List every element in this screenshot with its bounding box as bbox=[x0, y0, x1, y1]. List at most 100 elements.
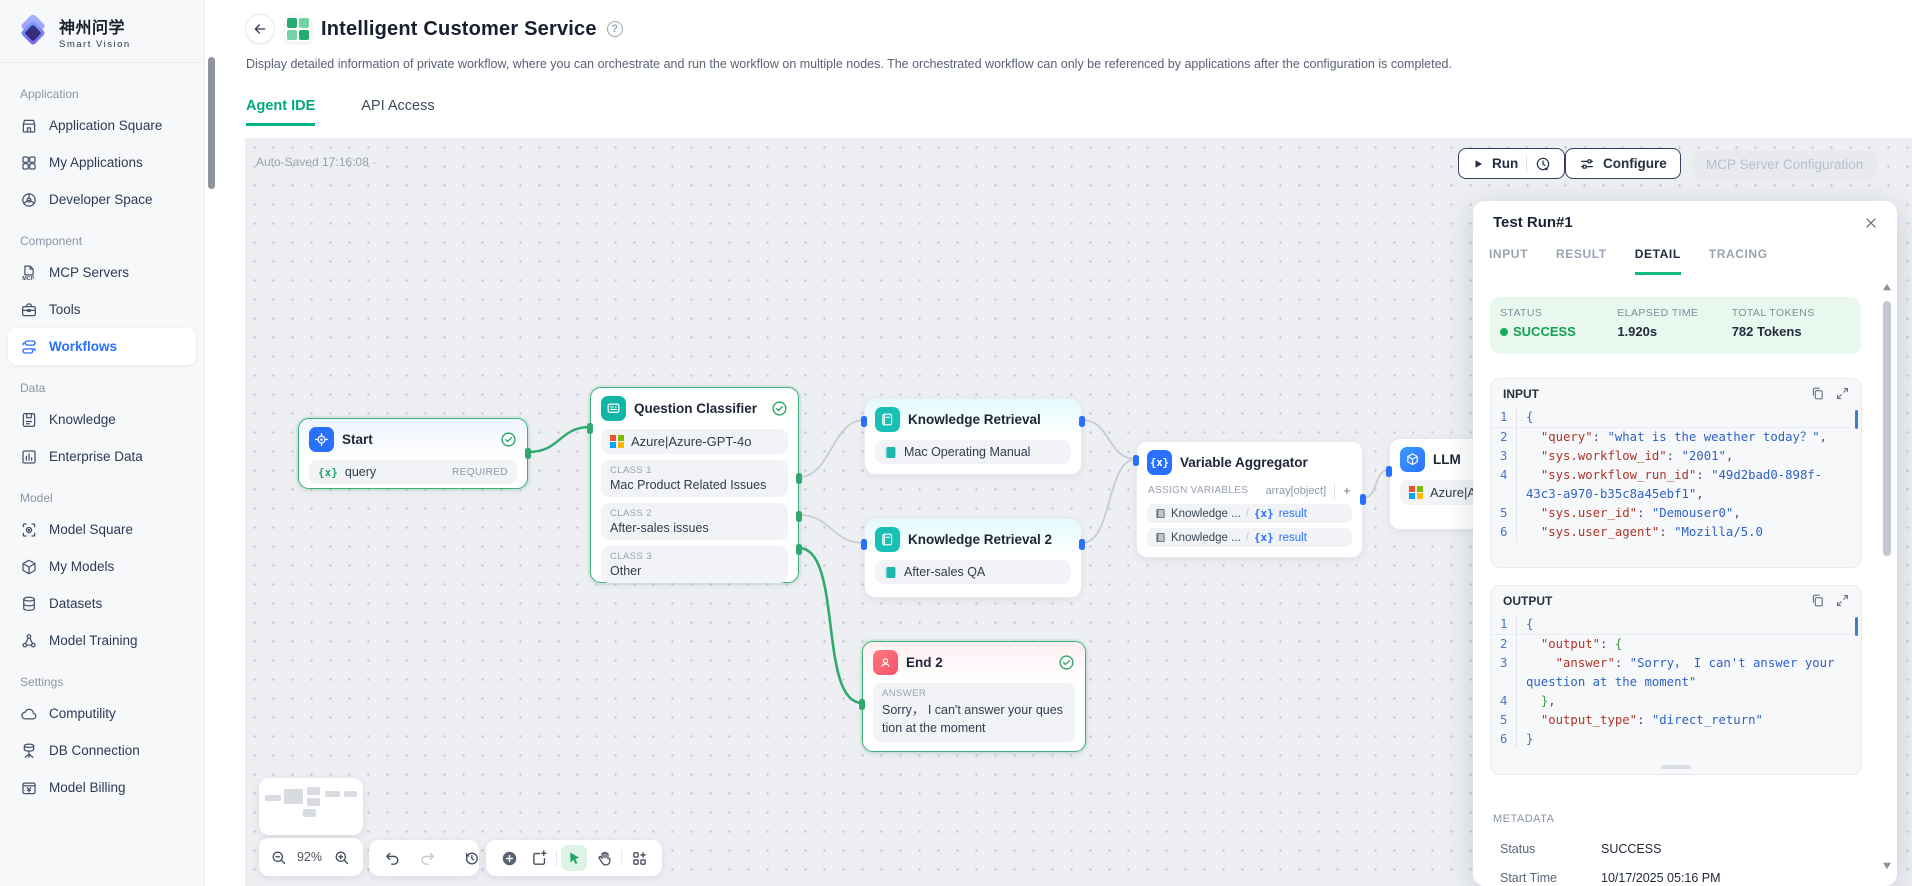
code-line: 3 "answer": "Sorry， I can't answer your … bbox=[1491, 654, 1861, 692]
code-scrollbar[interactable] bbox=[1855, 410, 1858, 429]
code-scrollbar[interactable] bbox=[1855, 617, 1858, 636]
tab-agent-ide[interactable]: Agent IDE bbox=[246, 98, 316, 126]
expand-icon[interactable] bbox=[1835, 593, 1851, 609]
line-number: 2 bbox=[1491, 635, 1517, 654]
copy-icon[interactable] bbox=[1810, 386, 1826, 402]
sidebar-scrollbar[interactable] bbox=[208, 57, 215, 189]
panel-tab-detail[interactable]: DETAIL bbox=[1634, 247, 1681, 275]
output-block: OUTPUT 1{2 "output": {3 "answer": "Sorry… bbox=[1490, 585, 1862, 775]
model-name: Azure|Az bbox=[1430, 485, 1483, 500]
variable-name: query bbox=[344, 465, 377, 479]
class1-output-port[interactable] bbox=[796, 473, 802, 484]
sidebar-item-model-billing[interactable]: Model Billing bbox=[8, 769, 196, 806]
copy-icon[interactable] bbox=[1810, 593, 1826, 609]
brand-diamond-icon bbox=[21, 15, 45, 45]
aggregator-variable-row: Knowledge .../{x}result bbox=[1147, 504, 1352, 523]
panel-tab-tracing[interactable]: TRACING bbox=[1708, 247, 1768, 261]
input-port[interactable] bbox=[1386, 466, 1392, 477]
configure-button[interactable]: Configure bbox=[1565, 148, 1681, 179]
run-button[interactable]: Run bbox=[1458, 148, 1566, 179]
knowledge-item-row: Mac Operating Manual bbox=[875, 440, 1071, 464]
sidebar-item-workflows[interactable]: Workflows bbox=[8, 328, 196, 365]
dev-space-icon bbox=[20, 191, 38, 209]
close-panel-button[interactable] bbox=[1861, 213, 1881, 233]
tab-api-access[interactable]: API Access bbox=[361, 98, 435, 114]
sidebar-item-my-models[interactable]: My Models bbox=[8, 548, 196, 585]
end-icon bbox=[873, 650, 898, 675]
node-end-2[interactable]: End 2 ANSWER Sorry， I can't answer your … bbox=[859, 641, 1086, 752]
sidebar-item-model-square[interactable]: Model Square bbox=[8, 511, 196, 548]
resize-handle[interactable] bbox=[1661, 765, 1691, 769]
input-port[interactable] bbox=[587, 423, 593, 434]
node-question-classifier[interactable]: Question Classifier Azure|Azure-GPT-4o C… bbox=[587, 387, 802, 583]
help-icon[interactable]: ? bbox=[606, 21, 623, 37]
class-text: Mac Product Related Issues bbox=[610, 478, 767, 492]
redo-button[interactable] bbox=[414, 845, 440, 871]
panel-scrollbar[interactable] bbox=[1882, 283, 1892, 878]
input-port[interactable] bbox=[861, 539, 867, 550]
sidebar-item-label: My Applications bbox=[49, 155, 143, 170]
output-port[interactable] bbox=[1360, 494, 1366, 505]
undo-button[interactable] bbox=[379, 845, 405, 871]
output-port[interactable] bbox=[1079, 539, 1085, 550]
line-number: 1 bbox=[1491, 615, 1517, 634]
pointer-tool-button[interactable] bbox=[561, 845, 587, 871]
zoom-level: 92% bbox=[296, 850, 323, 864]
expand-icon[interactable] bbox=[1835, 386, 1851, 402]
output-port[interactable] bbox=[1079, 416, 1085, 427]
sidebar-item-application-square[interactable]: Application Square bbox=[8, 107, 196, 144]
zoom-out-button[interactable] bbox=[265, 844, 291, 870]
tools-toolbar bbox=[486, 840, 662, 876]
add-variable-button[interactable]: + bbox=[1334, 483, 1351, 498]
back-button[interactable] bbox=[245, 14, 275, 44]
output-port[interactable] bbox=[525, 448, 531, 459]
input-port[interactable] bbox=[1133, 455, 1139, 466]
node-start[interactable]: Start {x} query REQUIRED bbox=[298, 418, 531, 489]
hand-tool-button[interactable] bbox=[591, 845, 617, 871]
add-note-button[interactable] bbox=[526, 845, 552, 871]
svg-text:MCP: MCP bbox=[22, 276, 34, 282]
sidebar-item-my-applications[interactable]: My Applications bbox=[8, 144, 196, 181]
sidebar-item-db-connection[interactable]: DB Connection bbox=[8, 732, 196, 769]
add-node-button[interactable] bbox=[496, 845, 522, 871]
code-line: 6} bbox=[1491, 730, 1861, 749]
scroll-up-icon[interactable] bbox=[1883, 283, 1891, 291]
sidebar-item-knowledge[interactable]: Knowledge bbox=[8, 401, 196, 438]
node-variable-aggregator[interactable]: {x} Variable Aggregator ASSIGN VARIABLES… bbox=[1133, 441, 1366, 558]
assign-variables-row: ASSIGN VARIABLES array[object] + bbox=[1147, 483, 1352, 498]
answer-label: ANSWER bbox=[882, 688, 927, 699]
panel-title: Test Run#1 bbox=[1493, 214, 1573, 231]
header-tabs: Agent IDE API Access bbox=[246, 98, 435, 126]
sidebar-item-datasets[interactable]: Datasets bbox=[8, 585, 196, 622]
sliders-icon bbox=[1581, 158, 1593, 169]
sidebar-item-computility[interactable]: Computility bbox=[8, 695, 196, 732]
training-icon bbox=[20, 632, 38, 650]
panel-tab-input[interactable]: INPUT bbox=[1489, 247, 1528, 261]
back-arrow-icon bbox=[254, 24, 266, 34]
brand-subtitle: Smart Vision bbox=[59, 39, 131, 50]
node-knowledge-retrieval[interactable]: Knowledge Retrieval Mac Operating Manual bbox=[861, 398, 1085, 475]
zoom-in-button[interactable] bbox=[328, 844, 354, 870]
scroll-down-icon[interactable] bbox=[1883, 862, 1891, 870]
class2-output-port[interactable] bbox=[796, 511, 802, 522]
input-port[interactable] bbox=[859, 699, 865, 710]
node-knowledge-retrieval-2[interactable]: Knowledge Retrieval 2 After-sales QA bbox=[861, 518, 1085, 598]
mcp-server-configuration-button[interactable]: MCP Server Configuration bbox=[1692, 150, 1878, 179]
llm-icon bbox=[1400, 447, 1425, 472]
panel-tab-result[interactable]: RESULT bbox=[1556, 247, 1607, 261]
sidebar-item-developer-space[interactable]: Developer Space bbox=[8, 181, 196, 218]
auto-layout-button[interactable] bbox=[626, 845, 652, 871]
version-history-button[interactable] bbox=[458, 845, 484, 871]
class3-output-port[interactable] bbox=[796, 544, 802, 555]
minimap[interactable] bbox=[259, 778, 363, 835]
question-classifier-icon bbox=[601, 396, 626, 421]
sidebar-item-tools[interactable]: Tools bbox=[8, 291, 196, 328]
sidebar-item-model-training[interactable]: Model Training bbox=[8, 622, 196, 659]
line-number: 2 bbox=[1491, 428, 1517, 447]
input-port[interactable] bbox=[861, 416, 867, 427]
sidebar-item-enterprise-data[interactable]: Enterprise Data bbox=[8, 438, 196, 475]
scrollbar-thumb[interactable] bbox=[1883, 301, 1891, 556]
